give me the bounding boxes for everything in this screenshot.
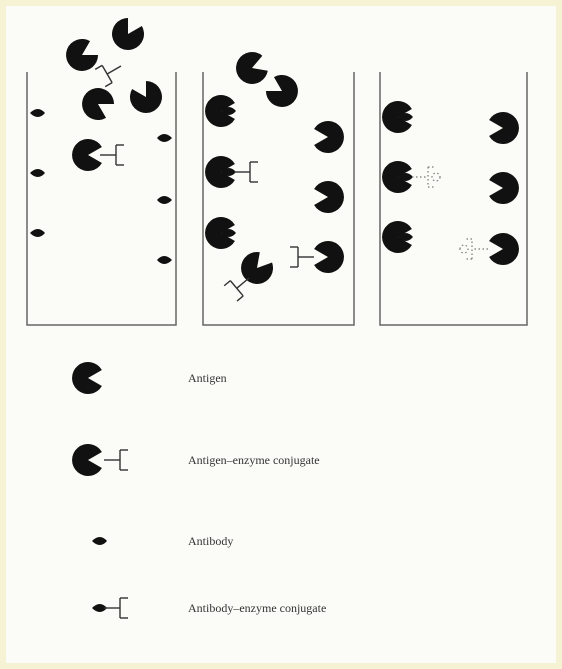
antibody-shape: [157, 256, 172, 264]
legend-label-antigen-enzyme: Antigen–enzyme conjugate: [188, 453, 320, 468]
antigen-enzyme-floating: [95, 57, 126, 86]
antibody-shape: [30, 169, 45, 177]
antibody-shape: [30, 229, 45, 237]
legend-label-antibody: Antibody: [188, 534, 233, 549]
antigen-shape: [72, 139, 102, 171]
antigen-shape: [262, 70, 304, 113]
antibody-shape: [157, 134, 172, 142]
enzyme-dotted-shape: [460, 239, 488, 259]
legend-label-antigen: Antigen: [188, 371, 227, 386]
well-1: [27, 14, 176, 325]
antigen-shape: [232, 48, 271, 88]
enzyme-shape: [290, 247, 314, 267]
legend-antigen-enzyme-symbol: [72, 444, 102, 476]
legend-symbols: [72, 362, 128, 618]
legend-antibody-symbol: [92, 537, 107, 545]
antigen-shape: [76, 82, 118, 125]
legend-label-antibody-enzyme: Antibody–enzyme conjugate: [188, 601, 326, 616]
antibody-shape: [30, 109, 45, 117]
legend-antigen-enzyme-bracket: [104, 450, 128, 470]
well-2: [203, 48, 354, 325]
antigen-shape: [125, 77, 168, 119]
enzyme-dotted-shape: [412, 167, 440, 187]
well-3: [380, 72, 527, 325]
antibody-shape: [157, 196, 172, 204]
antigen-shape: [106, 14, 149, 56]
legend-antigen-symbol: [72, 362, 102, 394]
enzyme-shape: [100, 145, 124, 165]
enzyme-shape: [234, 162, 258, 182]
antigen-shape: [60, 34, 102, 77]
legend-antibody-enzyme-bracket: [104, 598, 128, 618]
